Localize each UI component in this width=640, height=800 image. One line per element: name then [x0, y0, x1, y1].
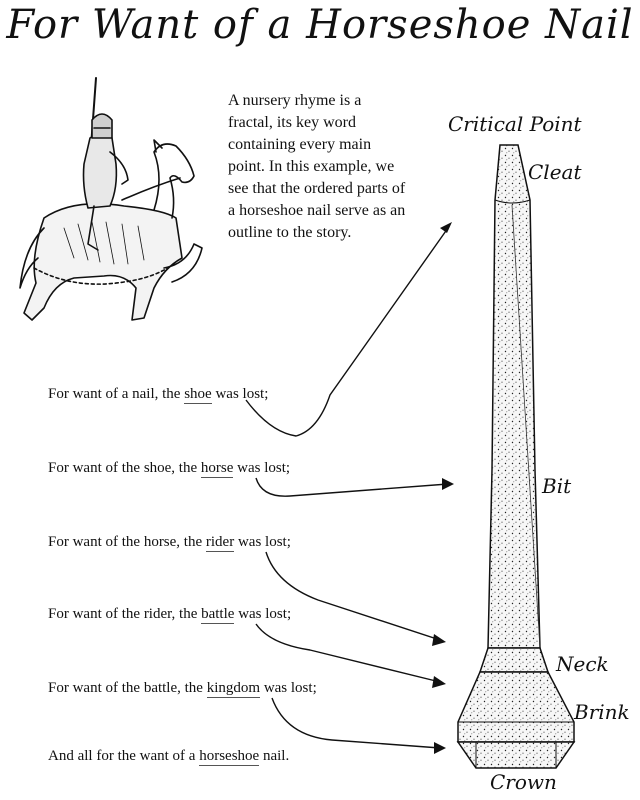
arrow-shoe — [245, 227, 449, 437]
rhyme-line-5: For want of the battle, the kingdom was … — [48, 680, 317, 698]
nail-head — [457, 671, 575, 743]
arrow-battle — [255, 623, 441, 683]
label-brink: Brink — [574, 700, 630, 724]
nail-crown — [456, 741, 576, 769]
key-word-rider: rider — [205, 534, 235, 552]
rhyme-line-6: And all for the want of a horseshoe nail… — [48, 748, 290, 766]
rhyme-line-4: For want of the rider, the battle was lo… — [48, 606, 292, 624]
rhyme-line-2: For want of the shoe, the horse was lost… — [48, 460, 291, 478]
arrow-horse — [255, 477, 449, 497]
key-word-horse: horse — [200, 460, 234, 478]
key-word-battle: battle — [201, 606, 235, 624]
label-neck: Neck — [556, 652, 609, 676]
intro-text: A nursery rhyme is a fractal, its key wo… — [228, 92, 406, 241]
knight-on-horse-icon — [19, 77, 203, 321]
key-word-horseshoe: horseshoe — [199, 748, 260, 766]
rhyme-line-3: For want of the horse, the rider was los… — [48, 534, 291, 552]
nail-shank — [487, 144, 541, 649]
label-cleat: Cleat — [528, 160, 582, 184]
key-word-shoe: shoe — [184, 386, 212, 404]
label-bit: Bit — [542, 474, 572, 498]
label-critical-point: Critical Point — [448, 112, 582, 136]
rhyme-line-1: For want of a nail, the shoe was lost; — [48, 386, 269, 404]
key-word-kingdom: kingdom — [206, 680, 261, 698]
page-title: For Want of a Horseshoe Nail — [6, 2, 634, 48]
label-crown: Crown — [490, 770, 557, 794]
nail-neck — [478, 647, 550, 673]
arrow-rider — [265, 551, 441, 641]
arrow-kingdom — [271, 697, 441, 749]
